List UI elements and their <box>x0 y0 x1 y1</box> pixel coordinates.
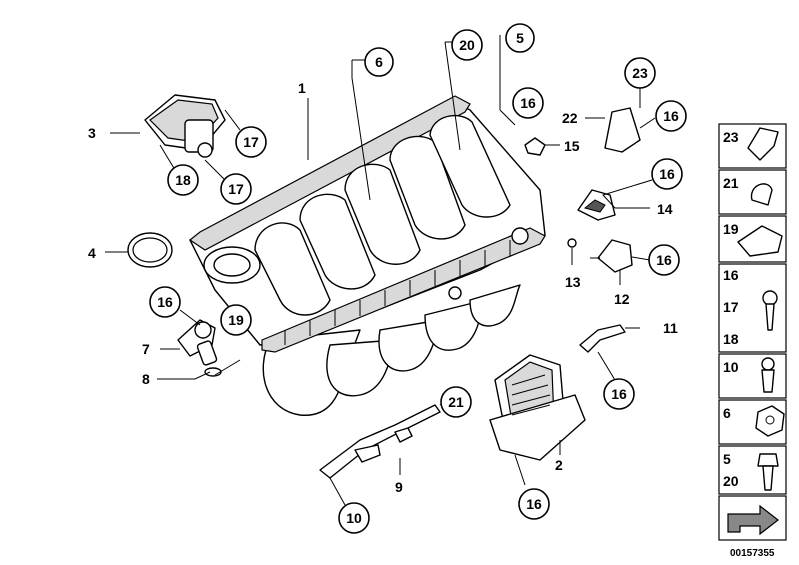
callout-19: 19 <box>220 304 252 336</box>
callout-16-f-text: 16 <box>526 496 542 512</box>
label-12: 12 <box>614 291 630 307</box>
clip-14 <box>577 189 616 221</box>
callout-5: 5 <box>505 23 535 53</box>
callout-16-b-text: 16 <box>663 108 679 124</box>
callout-16-d: 16 <box>648 244 680 276</box>
label-7: 7 <box>142 341 150 357</box>
legend-19: 19 <box>723 221 739 237</box>
legend-10: 10 <box>723 359 739 375</box>
callout-16-e-text: 16 <box>611 386 627 402</box>
callout-6-text: 6 <box>375 54 383 70</box>
callout-17-a-text: 17 <box>243 134 259 150</box>
callout-16-a-text: 16 <box>520 95 536 111</box>
callout-10-text: 10 <box>346 510 362 526</box>
callout-10: 10 <box>338 502 370 534</box>
callout-16-c-text: 16 <box>659 166 675 182</box>
leader-lines <box>105 35 656 506</box>
seal-ring <box>127 232 173 268</box>
callout-16-g: 16 <box>149 286 181 318</box>
legend-17: 17 <box>723 299 739 315</box>
callout-18-text: 18 <box>175 172 191 188</box>
legend-5: 5 <box>723 451 731 467</box>
legend-6: 6 <box>723 405 731 421</box>
callout-16-f: 16 <box>518 488 550 520</box>
callout-16-e: 16 <box>603 378 635 410</box>
intake-manifold <box>188 95 546 416</box>
callout-16-c: 16 <box>651 158 683 190</box>
callout-21-text: 21 <box>448 394 464 410</box>
label-1: 1 <box>298 80 306 96</box>
callout-20-text: 20 <box>459 37 475 53</box>
callout-18: 18 <box>167 164 199 196</box>
throttle-actuator <box>144 94 226 158</box>
callout-19-text: 19 <box>228 312 244 328</box>
legend-16: 16 <box>723 267 739 283</box>
legend-20: 20 <box>723 473 739 489</box>
callout-17-b: 17 <box>220 173 252 205</box>
callout-17-b-text: 17 <box>228 181 244 197</box>
label-8: 8 <box>142 371 150 387</box>
swirl-actuator <box>489 354 586 461</box>
label-15: 15 <box>564 138 580 154</box>
temperature-sensor <box>177 319 222 377</box>
callout-20: 20 <box>451 29 483 61</box>
label-22: 22 <box>562 110 578 126</box>
callout-16-a: 16 <box>512 87 544 119</box>
diagram-code: 00157355 <box>730 548 775 559</box>
callout-17-a: 17 <box>235 126 267 158</box>
callout-16-b: 16 <box>655 100 687 132</box>
callout-23-text: 23 <box>632 65 648 81</box>
legend-23: 23 <box>723 129 739 145</box>
bracket-22 <box>524 107 641 156</box>
label-2: 2 <box>555 457 563 473</box>
label-3: 3 <box>88 125 96 141</box>
label-14: 14 <box>657 201 673 217</box>
bracket-9 <box>319 404 441 479</box>
label-13: 13 <box>565 274 581 290</box>
label-4: 4 <box>88 245 96 261</box>
callout-16-d-text: 16 <box>656 252 672 268</box>
bracket-11 <box>579 324 626 353</box>
callout-6: 6 <box>364 47 394 77</box>
label-11: 11 <box>663 320 678 336</box>
label-9: 9 <box>395 479 403 495</box>
callout-23: 23 <box>624 57 656 89</box>
sensor-12 <box>567 238 633 273</box>
callout-16-g-text: 16 <box>157 294 173 310</box>
legend-18: 18 <box>723 331 739 347</box>
legend-21: 21 <box>723 175 739 191</box>
callout-5-text: 5 <box>516 30 524 46</box>
callout-21: 21 <box>440 386 472 418</box>
fastener-legend: 23 21 19 16 17 18 10 6 5 20 <box>718 123 787 541</box>
